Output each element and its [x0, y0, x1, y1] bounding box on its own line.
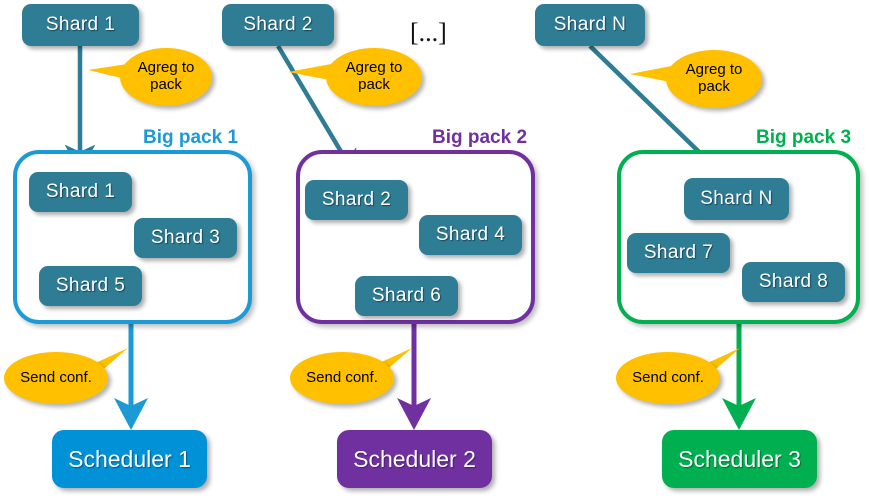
agreg-callout-1-line2: pack	[150, 76, 182, 93]
pack-1-shard-0[interactable]: Shard 1	[29, 172, 132, 212]
scheduler-2-label: Scheduler 2	[353, 445, 476, 472]
top-shard-1[interactable]: Shard 1	[22, 4, 139, 46]
agreg-callout-3-line1: Agreg to	[685, 61, 743, 79]
top-shard-n[interactable]: Shard N	[535, 4, 645, 46]
scheduler-3-label: Scheduler 3	[678, 445, 801, 472]
pack-2-shard-0[interactable]: Shard 2	[305, 180, 408, 220]
send-callout-3-bubble: Send conf.	[616, 352, 720, 404]
send-callout-2-label: Send conf.	[306, 368, 378, 386]
send-callout-2-bubble: Send conf.	[290, 352, 394, 404]
send-callout-1-bubble: Send conf.	[4, 352, 108, 404]
ellipsis-placeholder: [...]	[410, 18, 447, 47]
agreg-callout-2-line2: pack	[358, 76, 390, 93]
pack-1-shard-1[interactable]: Shard 3	[134, 218, 237, 258]
agreg-callout-1[interactable]: Agreg to pack	[88, 48, 212, 108]
pack-3-shard-2[interactable]: Shard 8	[742, 262, 845, 302]
agreg-callout-2-bubble: Agreg to pack	[326, 48, 422, 106]
pack-3-shard-1[interactable]: Shard 7	[627, 233, 730, 273]
agreg-callout-3[interactable]: Agreg to pack	[630, 48, 766, 108]
scheduler-1-label: Scheduler 1	[68, 445, 191, 472]
agreg-callout-3-bubble: Agreg to pack	[666, 50, 762, 108]
agreg-callout-2[interactable]: Agreg to pack	[288, 48, 424, 108]
pack-3-shard-0-label: Shard N	[700, 188, 773, 209]
agreg-callout-1-bubble: Agreg to pack	[120, 48, 212, 106]
pack-1-label: Big pack 1	[143, 127, 239, 148]
agreg-callout-3-line2: pack	[698, 78, 730, 95]
scheduler-3[interactable]: Scheduler 3	[662, 430, 817, 488]
top-shard-2-label: Shard 2	[243, 14, 313, 35]
pack-1-shard-1-label: Shard 3	[150, 227, 221, 248]
pack-2-shard-2-label: Shard 6	[371, 285, 442, 306]
top-shard-2[interactable]: Shard 2	[222, 4, 334, 46]
pack-3-label: Big pack 3	[756, 127, 852, 148]
top-shard-n-label: Shard N	[553, 14, 627, 35]
send-callout-1-label: Send conf.	[20, 368, 92, 386]
pack-2-shard-2[interactable]: Shard 6	[355, 276, 458, 316]
top-shard-1-label: Shard 1	[45, 14, 116, 35]
scheduler-2[interactable]: Scheduler 2	[337, 430, 492, 488]
scheduler-1[interactable]: Scheduler 1	[52, 430, 207, 488]
send-callout-1[interactable]: Send conf.	[2, 342, 130, 404]
pack-2-label: Big pack 2	[432, 127, 528, 148]
pack-3-shard-1-label: Shard 7	[643, 242, 714, 263]
send-callout-2[interactable]: Send conf.	[288, 342, 416, 404]
pack-1-shard-0-label: Shard 1	[45, 181, 116, 202]
pack-2-shard-1[interactable]: Shard 4	[419, 215, 522, 255]
pack-2-shard-1-label: Shard 4	[435, 224, 506, 245]
send-callout-3-label: Send conf.	[632, 368, 704, 386]
pack-2-shard-0-label: Shard 2	[321, 189, 392, 210]
pack-3-shard-2-label: Shard 8	[758, 271, 829, 292]
send-callout-3[interactable]: Send conf.	[612, 342, 742, 404]
agreg-callout-1-line1: Agreg to	[137, 59, 195, 77]
pack-1-shard-2-label: Shard 5	[55, 275, 126, 296]
pack-3-shard-0[interactable]: Shard N	[684, 178, 789, 220]
agreg-callout-2-line1: Agreg to	[345, 59, 403, 77]
pack-1-shard-2[interactable]: Shard 5	[39, 266, 142, 306]
